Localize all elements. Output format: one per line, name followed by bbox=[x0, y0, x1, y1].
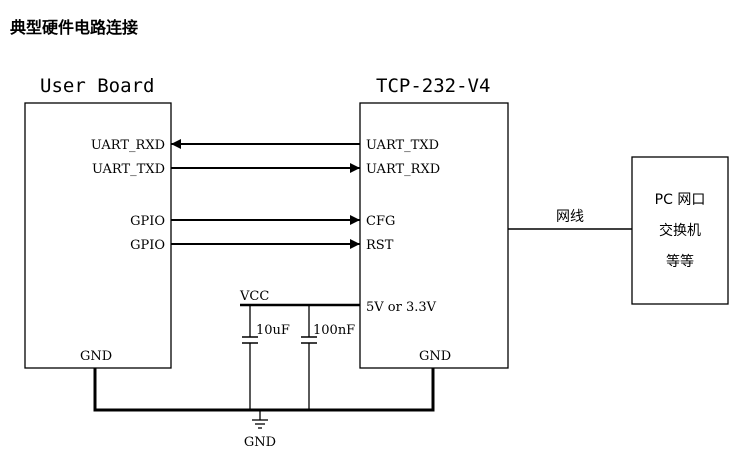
module-gnd-label: GND bbox=[419, 349, 451, 364]
pc-box-line-2: 交换机 bbox=[659, 222, 701, 239]
pc-switch-box bbox=[631, 156, 729, 305]
page-title: 典型硬件电路连接 bbox=[10, 18, 139, 37]
pc-box-line-1: PC 网口 bbox=[655, 192, 706, 208]
vcc-label: VCC bbox=[239, 289, 269, 304]
module-power-label: 5V or 3.3V bbox=[366, 300, 437, 315]
module-pin-cfg: CFG bbox=[366, 214, 395, 229]
module-pin-uart-rxd: UART_RXD bbox=[366, 162, 440, 177]
module-label: TCP-232-V4 bbox=[376, 75, 490, 97]
user-pin-gpio-1: GPIO bbox=[130, 214, 165, 229]
user-pin-uart-txd: UART_TXD bbox=[92, 162, 165, 177]
user-board-label: User Board bbox=[40, 75, 154, 97]
cap-10uf-label: 10uF bbox=[256, 323, 290, 338]
module-pin-uart-txd: UART_TXD bbox=[366, 138, 439, 153]
user-board-box bbox=[24, 102, 172, 369]
module-pin-rst: RST bbox=[366, 238, 394, 253]
pc-box-line-3: 等等 bbox=[666, 253, 694, 270]
user-pin-gpio-2: GPIO bbox=[130, 238, 165, 253]
user-gnd-label: GND bbox=[80, 349, 112, 364]
network-cable-label: 网线 bbox=[556, 209, 584, 225]
ground-symbol-icon bbox=[252, 419, 268, 429]
user-pin-uart-rxd: UART_RXD bbox=[91, 138, 165, 153]
ground-label: GND bbox=[244, 435, 276, 450]
cap-100nf-label: 100nF bbox=[313, 323, 355, 338]
ground-bus bbox=[93, 368, 435, 412]
